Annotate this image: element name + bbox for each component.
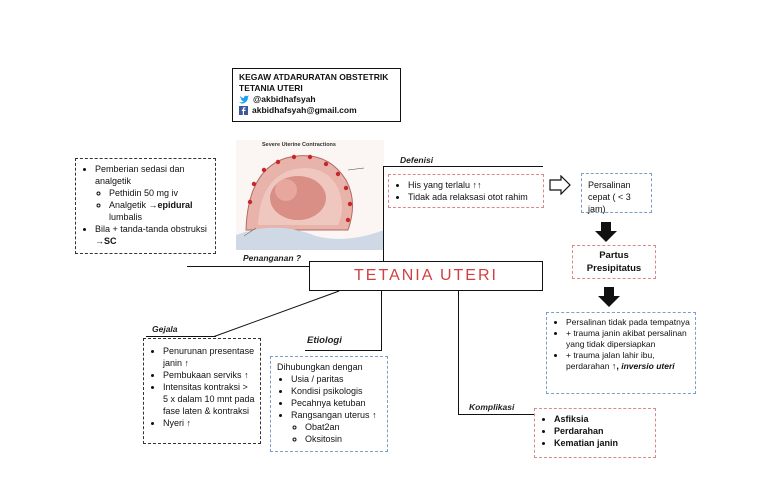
arrow-up-icon: ↑↑ xyxy=(472,180,482,190)
defenisi-item-1: His yang terlalu ↑↑ xyxy=(408,179,538,191)
arrow-up-icon: ↑, xyxy=(611,361,619,371)
penanganan-item-1: Pemberian sedasi dan analgetik Pethidin … xyxy=(95,163,210,223)
label-gejala: Gejala xyxy=(152,324,178,334)
center-title: TETANIA UTERI xyxy=(354,267,498,284)
akibat-box: Persalinan tidak pada tempatnya + trauma… xyxy=(546,312,696,394)
penanganan-item-2-bold: SC xyxy=(104,236,117,246)
facebook-icon xyxy=(239,106,248,115)
header-box: KEGAW ATDARURATAN OBSTETRIK TETANIA UTER… xyxy=(232,68,401,122)
label-penanganan: Penanganan ? xyxy=(243,253,302,263)
akibat-item-3-bold: inversio uteri xyxy=(621,361,675,371)
gejala-item-2-text: Pembukaan serviks xyxy=(163,370,242,380)
arrow-up-icon: ↑ xyxy=(184,358,190,368)
uterus-illustration: Severe Uterine Contractions xyxy=(236,140,384,250)
etiologi-item-3: Pecahnya ketuban xyxy=(291,397,381,409)
gejala-item-1: Penurunan presentase janin ↑ xyxy=(163,345,255,369)
etiologi-item-4: Rangsangan uterus ↑ Obat2an Oksitosin xyxy=(291,409,381,445)
arrow-up-icon: ↑ xyxy=(372,410,377,420)
etiologi-line-v xyxy=(381,291,382,351)
partus-line1: Partus xyxy=(599,250,629,261)
akibat-item-3-text: + trauma jalan lahir ibu, perdarahan xyxy=(566,350,655,371)
center-title-box: TETANIA UTERI xyxy=(309,261,543,291)
penanganan-item-1-text: Pemberian sedasi dan analgetik xyxy=(95,164,185,186)
gejala-line-h xyxy=(146,336,216,337)
arrow-right-icon: → xyxy=(95,236,104,246)
penanganan-item-2-text: Bila + tanda-tanda obstruksi xyxy=(95,224,207,234)
akibat-item-3: + trauma jalan lahir ibu, perdarahan ↑, … xyxy=(566,350,690,372)
arrow-right-icon: → xyxy=(148,200,158,210)
gejala-item-1-text: Penurunan presentase janin xyxy=(163,346,255,368)
defenisi-line-v xyxy=(383,166,384,261)
gejala-item-2: Pembukaan serviks ↑ xyxy=(163,369,255,381)
komplikasi-item-3: Kematian janin xyxy=(554,437,650,449)
persalinan-cepat-text: Persalinan cepat ( < 3 jam) xyxy=(588,180,631,214)
label-etiologi: Etiologi xyxy=(307,335,342,346)
penanganan-sub-2: Analgetik →epidural lumbalis xyxy=(109,199,210,223)
etiologi-item-4-text: Rangsangan uterus xyxy=(291,410,370,420)
twitter-icon xyxy=(239,95,249,104)
header-line2: TETANIA UTERI xyxy=(239,83,303,93)
illustration-title: Severe Uterine Contractions xyxy=(262,142,336,148)
sub2-prefix: Analgetik xyxy=(109,200,149,210)
etiologi-box: Dihubungkan dengan Usia / paritas Kondis… xyxy=(270,356,388,452)
gejala-box: Penurunan presentase janin ↑ Pembukaan s… xyxy=(143,338,261,444)
facebook-email: akbidhafsyah@gmail.com xyxy=(252,105,357,115)
header-line1: KEGAW ATDARURATAN OBSTETRIK xyxy=(239,72,389,82)
komplikasi-item-1: Asfiksia xyxy=(554,413,650,425)
etiologi-item-2: Kondisi psikologis xyxy=(291,385,381,397)
twitter-handle: @akbidhafsyah xyxy=(253,94,316,104)
komplikasi-item-2: Perdarahan xyxy=(554,425,650,437)
defenisi-box: His yang terlalu ↑↑ Tidak ada relaksasi … xyxy=(388,174,544,208)
arrow-up-icon: ↑ xyxy=(186,418,192,428)
arrow-right-icon xyxy=(549,175,571,195)
komplikasi-line-h xyxy=(458,414,534,415)
facebook-row: akbidhafsyah@gmail.com xyxy=(239,105,394,116)
label-defenisi: Defenisi xyxy=(400,155,434,165)
partus-line2: Presipitatus xyxy=(586,263,642,274)
twitter-row: @akbidhafsyah xyxy=(239,94,394,105)
etiologi-line-h xyxy=(305,350,382,351)
gejala-item-4-text: Nyeri xyxy=(163,418,185,428)
defenisi-item-1-text: His yang terlalu xyxy=(408,180,471,190)
penanganan-line xyxy=(187,266,309,267)
persalinan-cepat-box: Persalinan cepat ( < 3 jam) xyxy=(581,173,652,214)
etiologi-intro: Dihubungkan dengan xyxy=(277,362,363,372)
arrow-down-icon xyxy=(595,222,617,242)
penanganan-sub-1: Pethidin 50 mg iv xyxy=(109,187,210,199)
sub2-bold: epidural xyxy=(157,200,193,210)
arrow-up-icon: ↑ xyxy=(244,370,249,380)
gejala-line-diag xyxy=(214,290,340,337)
akibat-item-2: + trauma janin akibat persalinan yang ti… xyxy=(566,328,690,350)
penanganan-box: Pemberian sedasi dan analgetik Pethidin … xyxy=(75,158,216,254)
akibat-item-1: Persalinan tidak pada tempatnya xyxy=(566,317,690,328)
uterus-drawing xyxy=(236,140,384,250)
etiologi-sub-2: Oksitosin xyxy=(305,433,381,445)
etiologi-item-1: Usia / paritas xyxy=(291,373,381,385)
arrow-down-icon xyxy=(598,287,620,307)
defenisi-item-2: Tidak ada relaksasi otot rahim xyxy=(408,191,538,203)
gejala-item-3: Intensitas kontraksi > 5 x dalam 10 mnt … xyxy=(163,381,255,417)
etiologi-sub-1: Obat2an xyxy=(305,421,381,433)
sub2-suffix: lumbalis xyxy=(109,212,143,222)
gejala-item-4: Nyeri ↑ xyxy=(163,417,255,429)
partus-box: Partus Presipitatus xyxy=(572,245,656,279)
defenisi-line-h xyxy=(383,166,543,167)
komplikasi-box: Asfiksia Perdarahan Kematian janin xyxy=(534,408,656,458)
komplikasi-line-v xyxy=(458,291,459,415)
label-komplikasi: Komplikasi xyxy=(469,402,515,412)
penanganan-item-2: Bila + tanda-tanda obstruksi →SC xyxy=(95,223,210,247)
